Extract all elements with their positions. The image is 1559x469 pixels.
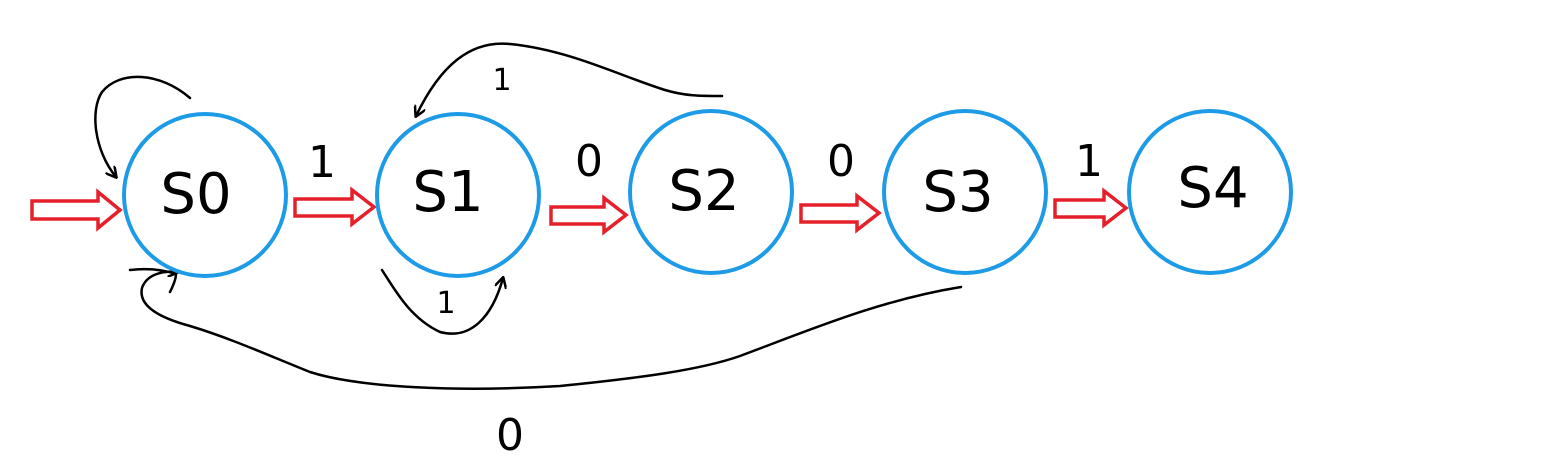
state-s0: S0 [122, 112, 288, 278]
state-label: S0 [160, 162, 231, 227]
state-s4: S4 [1127, 109, 1293, 275]
state-label: S4 [1177, 156, 1248, 221]
edge-s3-to-s0 [140, 272, 963, 390]
edge-s2-to-s1 [416, 42, 724, 116]
state-s3: S3 [882, 109, 1048, 275]
state-s1: S1 [375, 112, 541, 278]
label-s1-to-s2: 0 [575, 136, 603, 187]
label-s0-to-s1: 1 [308, 137, 336, 188]
start-arrow [30, 188, 123, 232]
state-label: S2 [668, 159, 739, 224]
label-s1-self: 1 [436, 286, 455, 321]
arrow-s2-to-s3 [799, 192, 882, 234]
edge-s0-tail-stub [128, 267, 178, 294]
arrow-s1-to-s2 [549, 194, 629, 236]
state-label: S1 [412, 160, 483, 225]
label-s3-to-s4: 1 [1075, 136, 1103, 187]
arrow-s0-to-s1 [293, 186, 377, 228]
label-s3-to-s0: 0 [496, 410, 524, 461]
state-s2: S2 [628, 109, 794, 275]
label-s2-to-s3: 0 [827, 136, 855, 187]
edge-s1-self-loop [380, 268, 503, 335]
arrow-s3-to-s4 [1053, 187, 1129, 229]
edge-s0-self-loop [94, 75, 192, 177]
state-label: S3 [922, 160, 993, 225]
label-s2-to-s1: 1 [492, 63, 511, 98]
